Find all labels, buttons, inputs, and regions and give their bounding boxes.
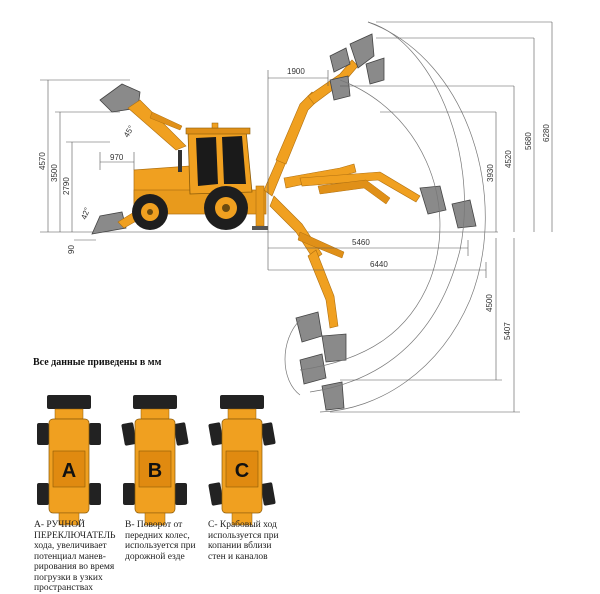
mode-a-letter: A — [62, 460, 76, 482]
boom-low — [269, 195, 323, 261]
dipper-low — [307, 249, 339, 329]
units-note: Все данные приведены в мм — [33, 357, 162, 368]
dim-2790: 2790 — [62, 177, 71, 195]
bucket-high — [349, 33, 375, 69]
loader-dimensions: 4570 3500 2790 970 42° 45° 90 — [38, 79, 136, 254]
dim-5407: 5407 — [503, 322, 512, 340]
backhoe-dimensions: 1900 6280 5680 4520 3930 5460 6440 4500 … — [267, 21, 553, 413]
cab-roof — [185, 127, 251, 135]
dim-6280: 6280 — [542, 124, 551, 142]
bucket-high-2 — [329, 47, 351, 73]
bucket-low-1 — [295, 311, 323, 343]
cab-window-rear — [222, 136, 246, 184]
dim-6440: 6440 — [370, 260, 388, 269]
stabilizer-leg — [255, 185, 265, 227]
mode-b-letter: B — [148, 460, 162, 482]
dim-5460: 5460 — [352, 238, 370, 247]
exhaust-pipe — [178, 150, 182, 172]
backhoe-machine — [132, 122, 268, 230]
dim-4500: 4500 — [485, 294, 494, 312]
bucket-horizontal-1 — [419, 185, 447, 215]
dim-4520: 4520 — [504, 150, 513, 168]
loader-arm-raised — [127, 99, 187, 151]
dim-970: 970 — [110, 153, 124, 162]
mode-c-caption: С- Крабовый ход используется при копании… — [208, 520, 279, 562]
dim-3930: 3930 — [486, 164, 495, 182]
bucket-low-3 — [299, 353, 327, 385]
mode-c-letter: C — [235, 460, 249, 482]
steering-mode-c: C — [208, 395, 276, 526]
backhoe-arms — [263, 33, 477, 411]
dim-angle-45: 45° — [122, 124, 136, 139]
dim-5680: 5680 — [524, 132, 533, 150]
cab-window-front — [196, 137, 218, 186]
steering-mode-b: B — [121, 395, 189, 526]
reach-arcs — [284, 21, 486, 413]
dim-3500: 3500 — [50, 164, 59, 182]
dim-1900: 1900 — [287, 67, 305, 76]
beacon-light — [211, 122, 219, 129]
dim-90: 90 — [67, 245, 76, 254]
dipper-horizontal — [299, 171, 421, 203]
steering-mode-a: A — [37, 395, 101, 526]
bucket-low-4 — [321, 381, 345, 411]
mode-a-caption: А- РУЧНОЙ ПЕРЕКЛЮЧАТЕЛЬ хода, увеличивае… — [34, 520, 116, 593]
bucket-low-2 — [321, 333, 347, 363]
dim-4570: 4570 — [38, 152, 47, 170]
mode-b-caption: В- Поворот от передних колес, использует… — [125, 520, 196, 562]
loader-bucket-lowered — [91, 211, 127, 235]
dim-angle-42: 42° — [79, 206, 92, 220]
loader-bucket-raised — [99, 83, 141, 113]
